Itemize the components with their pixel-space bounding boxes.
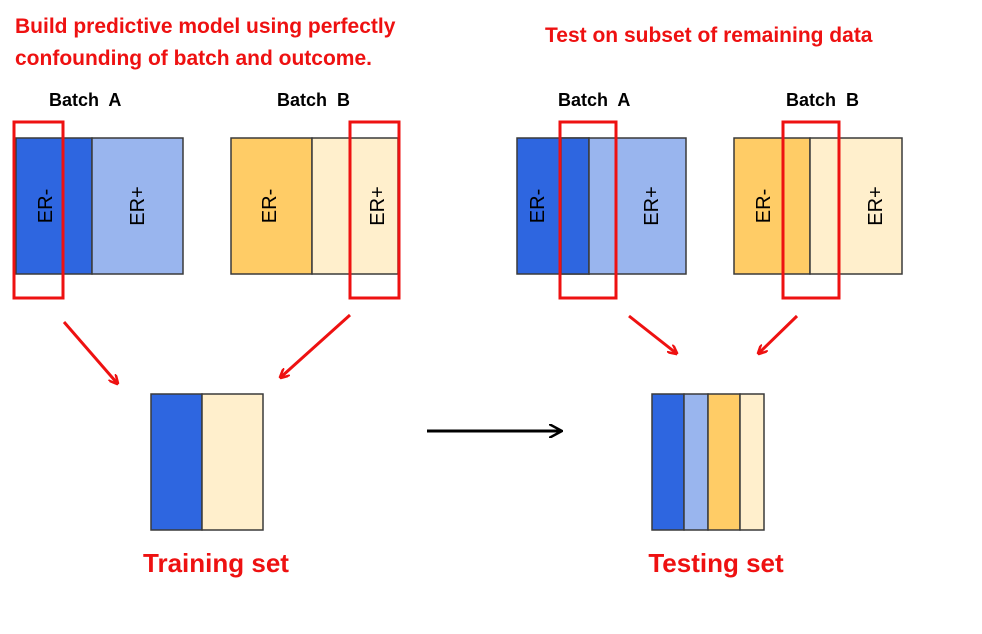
right-batch-a-er-neg-label: ER- bbox=[527, 189, 549, 223]
left-batch-b-er-pos bbox=[311, 137, 399, 275]
right-batch-a-er-pos bbox=[588, 137, 687, 275]
testing-set-block bbox=[651, 393, 765, 531]
right-batch-a-block: ER- ER+ bbox=[516, 137, 687, 275]
testing-er-pos-batch-b bbox=[739, 393, 765, 531]
left-batch-a-block: ER- ER+ bbox=[15, 137, 184, 275]
arrow-batch-a-to-training bbox=[62, 321, 117, 383]
arrow-batch-b-to-training bbox=[281, 313, 352, 377]
testing-er-pos-batch-a bbox=[683, 393, 709, 531]
left-batch-a-er-pos-label: ER+ bbox=[127, 186, 149, 225]
arrow-batch-a-to-testing bbox=[628, 314, 676, 353]
right-batch-a-er-neg-part2 bbox=[560, 137, 590, 275]
training-er-neg-batch-a bbox=[150, 393, 203, 531]
left-title-line2: confounding of batch and outcome. bbox=[15, 47, 372, 70]
right-batch-b-er-neg bbox=[733, 137, 811, 275]
left-batch-a-er-neg-label: ER- bbox=[35, 189, 57, 223]
left-batch-b-er-pos-label: ER+ bbox=[367, 186, 389, 225]
testing-er-neg-batch-b bbox=[707, 393, 741, 531]
right-batch-b-er-pos-label: ER+ bbox=[865, 186, 887, 225]
right-batch-a-er-pos-label: ER+ bbox=[641, 186, 663, 225]
left-batch-b-label: Batch B bbox=[277, 90, 350, 110]
right-batch-a-selection bbox=[558, 120, 618, 300]
right-batch-b-selection bbox=[781, 120, 841, 300]
right-batch-a-label: Batch A bbox=[558, 90, 630, 110]
left-batch-a-er-neg bbox=[15, 137, 93, 275]
right-batch-b-label: Batch B bbox=[786, 90, 859, 110]
left-batch-b-selection bbox=[348, 120, 401, 300]
left-title-line1: Build predictive model using perfectly bbox=[15, 15, 396, 38]
right-batch-b-er-pos bbox=[809, 137, 903, 275]
left-batch-a-er-pos bbox=[91, 137, 184, 275]
right-title: Test on subset of remaining data bbox=[545, 24, 873, 47]
right-batch-b-er-neg-label: ER- bbox=[753, 189, 775, 223]
left-batch-a-selection bbox=[12, 120, 65, 300]
training-er-pos-batch-b bbox=[201, 393, 264, 531]
training-set-label: Training set bbox=[143, 548, 289, 578]
left-batch-b-block: ER- ER+ bbox=[230, 137, 399, 275]
right-batch-b-block: ER- ER+ bbox=[733, 137, 903, 275]
left-batch-a-label: Batch A bbox=[49, 90, 121, 110]
testing-er-neg-batch-a bbox=[651, 393, 685, 531]
training-set-block bbox=[150, 393, 264, 531]
left-batch-b-er-neg-label: ER- bbox=[259, 189, 281, 223]
arrow-batch-b-to-testing bbox=[759, 314, 799, 353]
testing-set-label: Testing set bbox=[648, 548, 784, 578]
